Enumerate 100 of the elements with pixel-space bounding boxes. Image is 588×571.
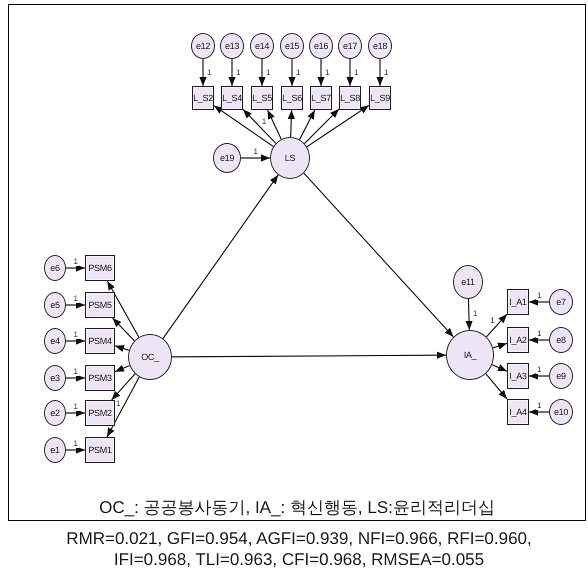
latent-variable-circle: IA_ — [446, 330, 494, 380]
arrow — [306, 104, 370, 148]
indicator-box: PSM1 — [85, 437, 115, 463]
error-circle: e8 — [549, 327, 573, 353]
arrow — [258, 59, 266, 86]
arrow — [304, 108, 340, 144]
error-circle: e19 — [213, 143, 241, 173]
error-circle: e14 — [250, 33, 274, 59]
indicator-box: L_S5 — [251, 86, 273, 110]
arrow — [529, 408, 549, 416]
edge-label: 1 — [72, 403, 79, 411]
error-circle: e9 — [549, 363, 573, 389]
error-circle: e12 — [191, 33, 215, 59]
arrow — [114, 345, 130, 352]
latent-variable-circle: LS — [270, 137, 310, 179]
edge-label: 1 — [235, 68, 242, 76]
indicator-box: L_S8 — [339, 86, 361, 110]
error-circle: e11 — [453, 265, 483, 299]
indicator-box: PSM6 — [85, 255, 115, 281]
error-circle: e16 — [309, 33, 333, 59]
arrow — [267, 110, 282, 140]
arrow — [492, 364, 508, 372]
indicator-box: L_S6 — [281, 86, 303, 110]
edge-label: 1 — [536, 330, 542, 338]
edge-label: 1 — [324, 68, 330, 76]
indicator-box: PSM5 — [85, 292, 115, 318]
arrow — [485, 373, 508, 400]
error-circle: e2 — [44, 400, 66, 426]
arrow — [529, 298, 549, 306]
edge-label: 1 — [206, 68, 212, 76]
caption: OC_: 공공봉사동기, IA_: 혁신행동, LS:윤리적리더십 — [98, 497, 496, 519]
arrow — [66, 301, 85, 309]
error-circle: e7 — [549, 289, 573, 315]
arrow — [214, 105, 274, 147]
indicator-box: PSM3 — [85, 365, 115, 391]
arrow — [299, 110, 316, 140]
edge-label: 1 — [260, 118, 268, 126]
edge-label: 1 — [472, 310, 478, 318]
edge-label: 1 — [252, 148, 259, 156]
arrow — [66, 337, 85, 345]
arrow — [303, 172, 454, 338]
indicator-box: I_A2 — [507, 327, 529, 353]
edge-label: 1 — [265, 68, 272, 76]
arrow — [465, 298, 473, 330]
arrow — [288, 59, 296, 86]
arrow — [66, 409, 85, 417]
arrow — [114, 364, 130, 372]
indicator-box: PSM2 — [85, 400, 115, 426]
edge-label: 1 — [353, 68, 360, 76]
arrow — [172, 352, 446, 359]
indicator-box: L_S7 — [310, 86, 332, 110]
edge-label: 1 — [72, 440, 79, 448]
error-circle: e1 — [44, 437, 66, 463]
edge-label: 1 — [536, 366, 542, 374]
arrow — [162, 174, 279, 339]
edge-label: 1 — [536, 402, 542, 410]
arrow — [486, 314, 508, 338]
arrow — [346, 59, 354, 86]
arrow — [242, 108, 276, 144]
arrow — [66, 446, 85, 454]
arrow — [111, 373, 136, 400]
error-circle: e17 — [338, 33, 362, 59]
arrow — [241, 154, 270, 162]
error-circle: e15 — [280, 33, 304, 59]
arrow — [317, 59, 325, 86]
arrow — [66, 374, 85, 382]
arrow — [112, 318, 135, 342]
edge-label: 1 — [72, 295, 79, 303]
arrow — [529, 336, 549, 344]
indicator-box: L_S9 — [369, 86, 391, 110]
error-circle: e13 — [220, 33, 244, 59]
error-circle: e18 — [368, 33, 392, 59]
arrow — [199, 59, 207, 86]
arrow — [106, 280, 140, 338]
arrow — [228, 59, 236, 86]
indicator-box: L_S2 — [192, 86, 214, 110]
edge-label: 1 — [383, 68, 390, 76]
indicator-box: L_S4 — [221, 86, 243, 110]
error-circle: e4 — [44, 328, 66, 354]
error-circle: e10 — [549, 399, 573, 425]
edge-label: 1 — [489, 317, 496, 326]
arrow — [288, 110, 295, 138]
latent-variable-circle: OC_ — [128, 334, 172, 380]
error-circle: e5 — [44, 292, 66, 318]
arrow — [529, 372, 549, 380]
fit-indices-text: RMR=0.021, GFI=0.954, AGFI=0.939, NFI=0.966, RFI=0.960, IFI=0.968, TLI=0.963, CFI=0.968, RMSEA=0.055 — [65, 528, 533, 570]
error-circle: e6 — [44, 255, 66, 281]
edge-label: 1 — [72, 331, 79, 339]
arrow — [66, 264, 85, 272]
arrow — [376, 59, 384, 86]
error-circle: e3 — [44, 365, 66, 391]
indicator-box: I_A1 — [507, 289, 529, 315]
edge-label: 1 — [72, 258, 79, 266]
edge-label: 1 — [536, 292, 542, 300]
arrow — [106, 376, 140, 438]
indicator-box: I_A4 — [507, 399, 529, 425]
arrow — [492, 342, 508, 350]
edge-label: 1 — [72, 368, 79, 376]
edge-label: 1 — [295, 68, 302, 76]
indicator-box: I_A3 — [507, 363, 529, 389]
